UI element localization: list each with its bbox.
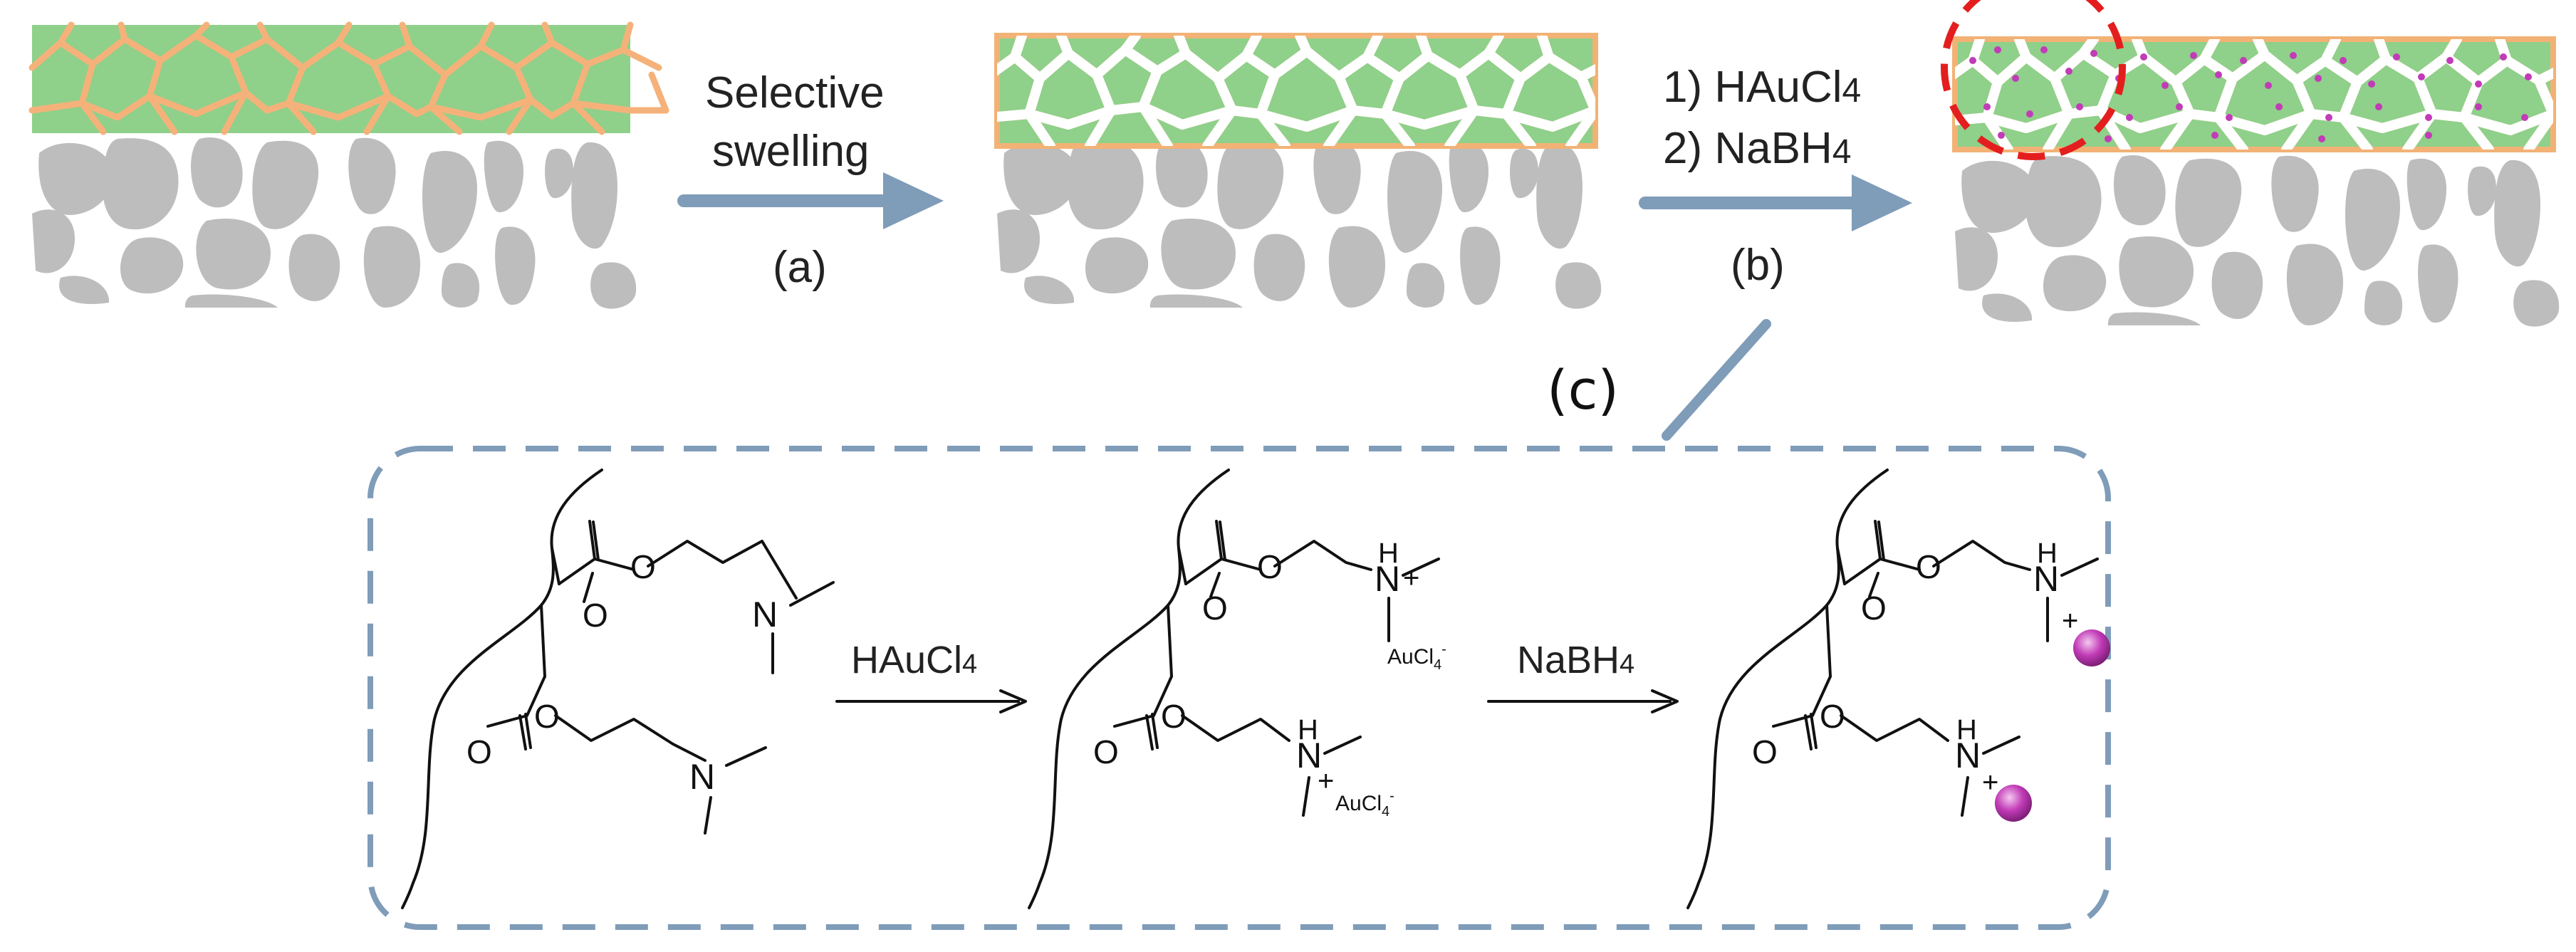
gold-nanoparticle-dot [2012,75,2019,82]
reagent-haucl4-label: HAuCl4 [851,639,978,681]
gold-nanoparticles [1969,46,2532,142]
gold-nanoparticle-dot [2190,52,2197,59]
gold-nanoparticle-dot [2065,68,2072,75]
gold-nanoparticle-dot [2240,57,2247,64]
step-b-label-line1: 1) HAuCl4 [1663,63,1862,112]
gold-nanoparticle-dot [2393,53,2400,61]
structure-pdmaema-neutral: O O N O O N [401,469,835,909]
step-b-tag: (b) [1731,241,1785,290]
counterion-aucl4: AuCl4- [1387,642,1446,673]
atom-h: H [2037,538,2058,569]
atom-n-2: N [689,757,715,797]
panel-initial-membrane [32,25,666,309]
structure-pdmaema-gold: O O N H + O O N H + [1686,469,2110,909]
atom-o-carbonyl: O [1202,590,1228,627]
counterion-aucl4-2: AuCl4- [1335,788,1394,820]
porous-substrate [997,137,1602,309]
atom-o-ester: O [630,548,656,585]
reaction-arrow-1 [835,689,1027,713]
gold-nanoparticle-dot [2425,132,2432,139]
gold-nanoparticle-dot [1969,57,1976,64]
gold-nanoparticle-dot [2162,82,2169,89]
atom-n-protonated-2: N [1296,736,1322,775]
gold-nanoparticle-dot [1998,132,2005,139]
atom-h-2: H [1298,714,1318,746]
porous-substrate [1955,155,2560,327]
arrow-step-a [677,172,944,229]
gold-nanoparticle-dot [2375,103,2382,110]
gold-nanoparticle-dot [2418,73,2425,80]
panel-swollen-membrane [994,33,1602,309]
gold-nanoparticle-dot [2226,114,2233,121]
step-a-tag: (a) [773,243,827,292]
gold-nanoparticle-dot [2126,114,2133,121]
gold-nanoparticle-dot [2275,103,2283,110]
gold-nanoparticle-2 [1995,785,2032,822]
atom-o-ester: O [1257,548,1283,585]
atom-n-protonated: N [2033,559,2059,599]
structure-pdmaema-protonated: O O N H + AuCl4- O O N H + AuCl4- [1028,469,1446,909]
gold-nanoparticle-dot [2475,103,2482,110]
reaction-arrow-2 [1487,689,1679,713]
gold-nanoparticle [2073,629,2110,666]
reagent-nabh4-label: NaBH4 [1517,639,1635,681]
gold-nanoparticle-dot [2315,75,2322,82]
charge-plus: + [1403,563,1419,594]
gold-loaded-membrane-layer [1952,36,2556,152]
atom-h: H [1378,538,1399,569]
step-c-tag: (c) [1547,358,1620,422]
gold-nanoparticle-dot [2140,53,2147,61]
gold-nanoparticle-dot [2325,114,2332,121]
atom-n-protonated-2: N [1955,736,1981,775]
charge-plus: + [2062,605,2078,637]
atom-h-2: H [1956,714,1977,746]
reaction-scheme: O O N O O N O O N [401,469,2110,909]
zoom-connector-line [1662,319,1771,441]
gold-nanoparticle-dot [2265,82,2272,89]
gold-nanoparticle-dot [2105,135,2112,142]
arrow-step-b [1639,174,1912,231]
gold-nanoparticle-dot [2026,110,2033,117]
gold-nanoparticle-dot [1994,46,2001,53]
gold-nanoparticle-dot [2040,46,2048,53]
gold-nanoparticle-dot [1983,103,1991,110]
gold-nanoparticle-dot [2425,114,2432,121]
atom-o-carbonyl-2: O [466,733,492,770]
step-a-label-line1: Selective [705,68,885,117]
gold-nanoparticle-dot [2368,80,2375,88]
swollen-membrane-layer [994,33,1598,149]
gold-nanoparticle-dot [2211,132,2218,139]
atom-o-carbonyl: O [583,597,608,634]
panel-gold-loaded-membrane [1941,0,2560,327]
charge-plus-2: + [1318,765,1334,797]
gold-nanoparticle-dot [2318,135,2325,142]
gold-nanoparticle-dot [2090,50,2097,57]
atom-n: N [752,595,778,634]
gold-nanoparticle-dot [2525,73,2532,80]
gold-nanoparticle-dot [2076,103,2083,110]
atom-n-protonated: N [1375,559,1400,599]
gold-nanoparticle-dot [2340,57,2347,64]
gold-nanoparticle-dot [2290,52,2297,59]
charge-plus-2: + [1982,767,1998,798]
gold-nanoparticle-dot [2500,53,2507,61]
highlight-circle [1941,0,2126,160]
gold-nanoparticle-dot [2215,71,2222,78]
gold-nanoparticle-dot [2521,114,2528,121]
porous-substrate [32,137,637,309]
atom-o-carbonyl-2: O [1752,733,1778,770]
step-b-label-line2: 2) NaBH4 [1663,124,1852,173]
gold-nanoparticle-dot [2475,80,2482,88]
atom-o-ester: O [1916,548,1941,585]
gold-nanoparticle-dot [2446,57,2454,64]
gold-nanoparticle-dot [2176,103,2183,110]
atom-o-carbonyl-2: O [1093,733,1119,770]
step-a-label-line2: swelling [712,127,870,176]
atom-o-carbonyl: O [1861,590,1887,627]
reaction-scheme-box [367,446,2111,930]
